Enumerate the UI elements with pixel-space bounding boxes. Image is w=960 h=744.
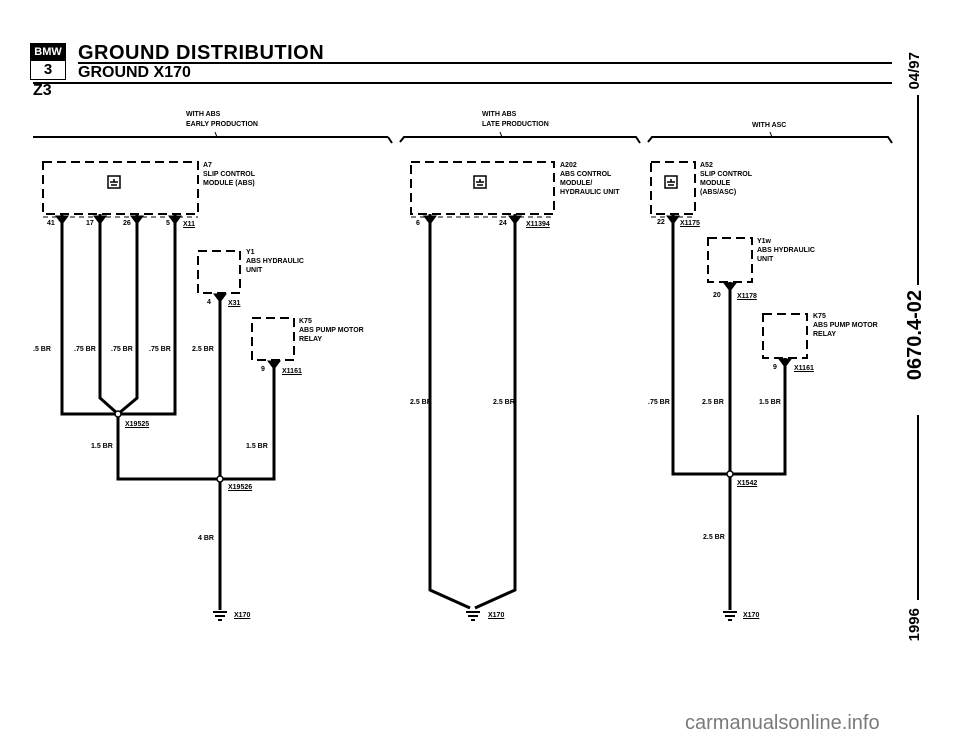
connector-x11: X11 <box>183 221 196 228</box>
a7-line1: SLIP CONTROL <box>203 171 255 178</box>
wire-4-br: 4 BR <box>198 535 214 542</box>
bmw-logo: BMW 3 <box>30 43 66 81</box>
right-wires <box>671 214 787 610</box>
pin-5: 5 <box>166 220 170 227</box>
k75-left-label: K75 ABS PUMP MOTOR RELAY <box>299 317 364 344</box>
splice-x19525: X19525 <box>125 421 150 428</box>
model-label: Z3 <box>33 82 52 99</box>
y1w-code: Y1w <box>757 238 772 245</box>
component-boxes <box>42 161 808 361</box>
section-right-line1: WITH ASC <box>752 122 787 129</box>
connector-x1161-right: X1161 <box>794 365 814 372</box>
wire-25-br-right: 2.5 BR <box>702 399 724 406</box>
a202-label: A202 ABS CONTROL MODULE/ HYDRAULIC UNIT <box>560 161 620 197</box>
section-middle-label: WITH ABS LATE PRODUCTION <box>482 110 549 130</box>
wire-25-br-mid-left: 2.5 BR <box>410 399 432 406</box>
connector-x1178: X1178 <box>737 293 757 300</box>
watermark: carmanualsonline.info <box>685 712 880 734</box>
a202-line2: MODULE/ <box>560 180 593 187</box>
header-rule-bottom <box>33 82 892 84</box>
section-left-label: WITH ABS EARLY PRODUCTION <box>186 110 258 130</box>
y1w-line1: ABS HYDRAULIC <box>757 247 815 254</box>
pin-41: 41 <box>47 220 55 227</box>
header-rule-top <box>78 62 892 64</box>
pin-26: 26 <box>123 220 131 227</box>
a202-line1: ABS CONTROL <box>560 171 612 178</box>
connector-x11394: X11394 <box>526 221 550 228</box>
wire-15-br-right: 1.5 BR <box>246 443 268 450</box>
y1-label: Y1 ABS HYDRAULIC UNIT <box>246 248 304 275</box>
section-left-line1: WITH ABS <box>186 111 221 118</box>
ground-x170-left: X170 <box>234 612 251 619</box>
wire-25-br-left: 2.5 BR <box>192 346 214 353</box>
y1-line1: ABS HYDRAULIC <box>246 258 304 265</box>
section-left-line2: EARLY PRODUCTION <box>186 121 258 128</box>
logo-text: BMW <box>30 43 66 61</box>
section-middle-line1: WITH ABS <box>482 111 517 118</box>
k75-right-line2: RELAY <box>813 331 837 338</box>
a52-label: A52 SLIP CONTROL MODULE (ABS/ASC) <box>700 161 752 197</box>
pin-20: 20 <box>713 292 721 299</box>
a7-code: A7 <box>203 162 212 169</box>
pin-22: 22 <box>657 219 665 226</box>
y1w-line2: UNIT <box>757 256 774 263</box>
wire-05-br: .5 BR <box>33 346 51 353</box>
a52-code: A52 <box>700 162 713 169</box>
a202-line3: HYDRAULIC UNIT <box>560 189 620 196</box>
connector-x31: X31 <box>228 300 241 307</box>
section-bars <box>33 131 893 144</box>
a52-line1: SLIP CONTROL <box>700 171 752 178</box>
pin-6: 6 <box>416 220 420 227</box>
a202-code: A202 <box>560 162 577 169</box>
ground-x170-right: X170 <box>743 612 760 619</box>
pin-9-left: 9 <box>261 366 265 373</box>
wire-075-br-3: .75 BR <box>149 346 171 353</box>
k75-left-line1: ABS PUMP MOTOR <box>299 327 364 334</box>
k75-left-code: K75 <box>299 318 312 325</box>
pin-9-right: 9 <box>773 364 777 371</box>
logo-series: 3 <box>30 60 66 80</box>
wire-25-br-right-lower: 2.5 BR <box>703 534 725 541</box>
k75-right-line1: ABS PUMP MOTOR <box>813 322 878 329</box>
pin-24: 24 <box>499 220 507 227</box>
page-subtitle: GROUND X170 <box>78 64 191 81</box>
section-middle-line2: LATE PRODUCTION <box>482 121 549 128</box>
splice-x19526: X19526 <box>228 484 253 491</box>
y1w-label: Y1w ABS HYDRAULIC UNIT <box>757 237 815 264</box>
page-title: GROUND DISTRIBUTION <box>78 42 325 64</box>
left-wires <box>60 214 276 610</box>
k75-left-line2: RELAY <box>299 336 323 343</box>
wire-075-br-1: .75 BR <box>74 346 96 353</box>
pin-17: 17 <box>86 220 94 227</box>
ground-x170-middle: X170 <box>488 612 505 619</box>
wire-075-br-right: .75 BR <box>648 399 670 406</box>
pin-4: 4 <box>207 299 211 306</box>
a7-label: A7 SLIP CONTROL MODULE (ABS) <box>203 161 255 188</box>
section-right-label: WITH ASC <box>752 121 786 131</box>
wire-15-br-left: 1.5 BR <box>91 443 113 450</box>
y1-line2: UNIT <box>246 267 263 274</box>
wire-25-br-mid-right: 2.5 BR <box>493 399 515 406</box>
a52-line3: (ABS/ASC) <box>700 189 737 196</box>
side-rule-2 <box>917 415 919 600</box>
y1-code: Y1 <box>246 249 255 256</box>
middle-wires <box>428 214 517 610</box>
splice-x1542: X1542 <box>737 480 758 487</box>
connector-x1175: X1175 <box>680 220 700 227</box>
wire-075-br-2: .75 BR <box>111 346 133 353</box>
side-rule-1 <box>917 95 919 285</box>
a7-line2: MODULE (ABS) <box>203 180 255 187</box>
k75-right-label: K75 ABS PUMP MOTOR RELAY <box>813 312 878 339</box>
k75-right-code: K75 <box>813 313 826 320</box>
wire-15-br-right2: 1.5 BR <box>759 399 781 406</box>
a52-line2: MODULE <box>700 180 731 187</box>
connector-x1161-left: X1161 <box>282 368 302 375</box>
